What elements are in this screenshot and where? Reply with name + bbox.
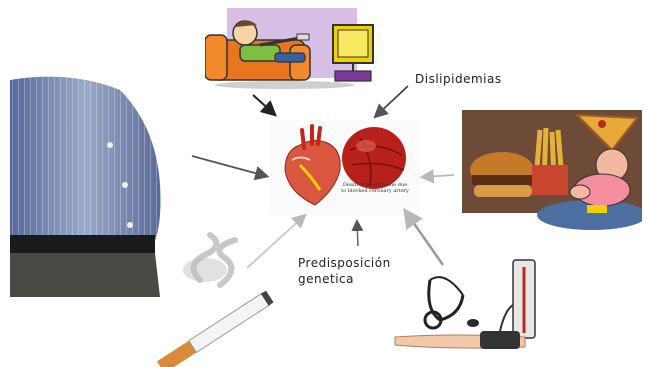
arrow-from-genetics [357, 222, 358, 246]
arrow-from-dyslipidemia [376, 86, 408, 116]
genetic-predisposition-label-line1: Predisposición [298, 256, 391, 270]
dyslipidemia-label: Dislipidemias [415, 72, 502, 86]
arrow-from-sedentary [253, 95, 274, 114]
arrow-from-junk-food [423, 175, 454, 177]
arrow-from-blood-pressure [406, 212, 443, 265]
genetic-predisposition-label-line2: genetica [298, 272, 354, 286]
arrow-from-smoking [247, 216, 304, 268]
arrow-from-obesity [192, 156, 266, 176]
